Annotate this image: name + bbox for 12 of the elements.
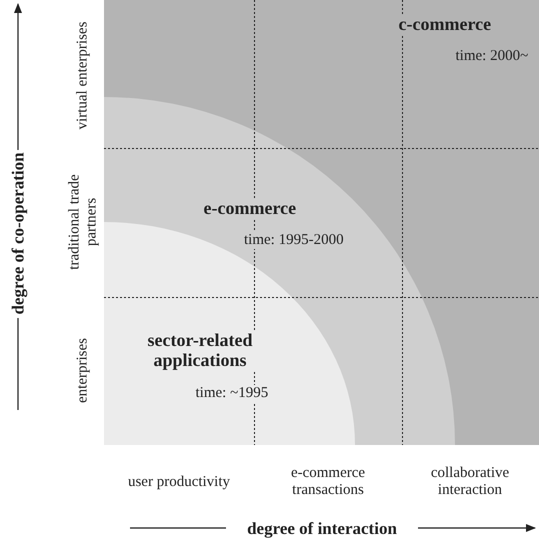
axis-title: degree of interaction: [246, 520, 398, 536]
region-title: c-commerce: [396, 14, 494, 34]
column-label: e-commerce transactions: [290, 465, 366, 499]
region-title: e-commerce: [202, 198, 298, 218]
row-label: virtual enterprises: [74, 20, 92, 132]
time-label: time: ~1995: [194, 385, 270, 402]
column-label: user productivity: [126, 474, 232, 490]
row-label: enterprises: [74, 336, 92, 404]
time-label: time: 1995-2000: [242, 232, 346, 249]
column-label: collaborative interaction: [430, 465, 510, 499]
axis-title: degree of co-operation: [10, 150, 26, 316]
row-label: traditional trade partners: [66, 173, 100, 272]
